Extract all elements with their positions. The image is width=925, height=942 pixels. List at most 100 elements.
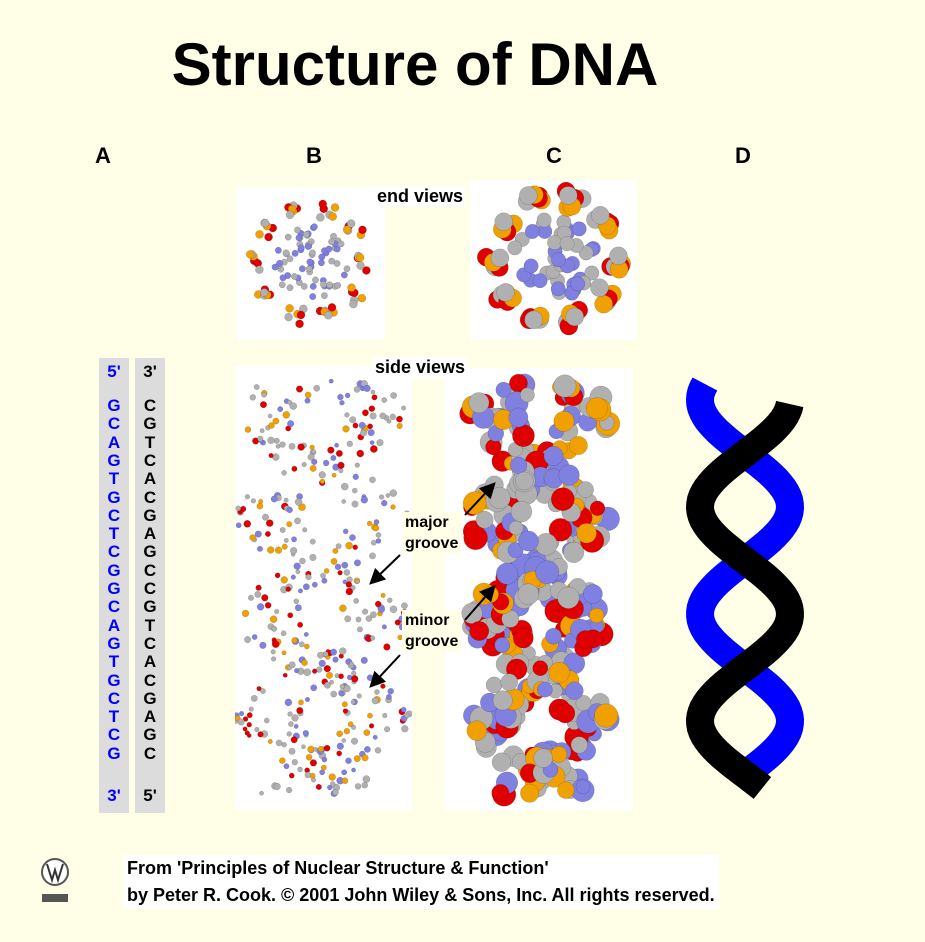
atom (570, 276, 586, 292)
atom (336, 730, 343, 738)
atom (376, 439, 384, 447)
base-letter: A (107, 432, 121, 452)
atom (284, 698, 293, 707)
atom (559, 236, 575, 252)
atom (279, 757, 286, 764)
atom (352, 544, 358, 550)
atom (354, 783, 362, 790)
atom (253, 384, 260, 390)
base-letter: C (143, 396, 157, 415)
atom (267, 546, 275, 554)
atom (360, 496, 369, 504)
base-letter: C (107, 505, 121, 525)
atom (384, 726, 391, 733)
atom (301, 744, 306, 750)
atom (244, 494, 251, 500)
atom (329, 679, 335, 685)
atom (327, 446, 335, 454)
atom (345, 581, 353, 588)
atom (270, 649, 276, 655)
atom (251, 634, 258, 640)
atom (304, 397, 311, 404)
column-label-d: D (735, 143, 751, 168)
atom (536, 681, 553, 698)
atom (369, 611, 377, 619)
atom (318, 659, 326, 667)
atom (591, 206, 610, 225)
atom (337, 393, 344, 401)
atom (372, 734, 378, 740)
atom (297, 443, 305, 451)
atom (588, 607, 605, 624)
atom (358, 421, 366, 429)
atom (290, 273, 298, 280)
atom (557, 781, 575, 799)
atom (389, 605, 398, 614)
atom (244, 730, 250, 736)
b-end-view-image (237, 187, 385, 340)
atom (340, 482, 349, 491)
atom (295, 385, 304, 393)
atom (275, 739, 283, 747)
atom (523, 258, 539, 274)
atom (491, 752, 512, 772)
atom (577, 481, 594, 499)
atom (261, 594, 269, 602)
atom (291, 249, 299, 257)
d-schematic-helix (685, 377, 805, 799)
atom (309, 293, 317, 301)
atom (351, 767, 356, 773)
atom (594, 294, 613, 314)
atom (287, 711, 293, 717)
atom (331, 472, 337, 478)
atom (286, 284, 294, 292)
atom (255, 584, 262, 591)
atom (524, 310, 543, 330)
atom (319, 478, 326, 485)
atom (293, 598, 300, 605)
atom (279, 441, 286, 448)
atom (316, 213, 325, 222)
atom (279, 274, 287, 282)
atom (368, 405, 376, 412)
atom (328, 212, 337, 221)
atom (555, 703, 576, 724)
atom (269, 615, 278, 624)
atom (302, 729, 309, 737)
atom (311, 581, 318, 588)
base-letter: G (107, 396, 121, 415)
copyright-footer: From 'Principles of Nuclear Structure & … (123, 855, 719, 909)
atom (328, 238, 335, 246)
atom (514, 471, 534, 491)
groove-text: groove (405, 535, 459, 552)
atom (557, 586, 580, 609)
atom (311, 458, 318, 466)
atom (264, 232, 273, 242)
atom (282, 672, 288, 678)
atom (330, 557, 338, 565)
atom (353, 598, 360, 604)
atom (261, 513, 269, 521)
atom (380, 592, 386, 598)
atom (512, 627, 534, 649)
black-strand-ribbon (685, 400, 804, 799)
atom (369, 635, 376, 641)
atom (594, 703, 619, 728)
base-letter: G (107, 633, 121, 653)
atom (352, 473, 359, 481)
atom (365, 615, 373, 622)
atom (329, 781, 336, 787)
atom (274, 572, 281, 579)
atom (303, 631, 309, 637)
base-letter: C (107, 542, 121, 562)
atom (390, 392, 397, 399)
atom (379, 412, 387, 420)
atom (353, 559, 361, 567)
atom (244, 426, 252, 433)
atom (286, 255, 294, 263)
base-letter: G (107, 560, 121, 580)
atom (327, 784, 333, 791)
atom (309, 538, 316, 545)
atom (286, 731, 292, 737)
